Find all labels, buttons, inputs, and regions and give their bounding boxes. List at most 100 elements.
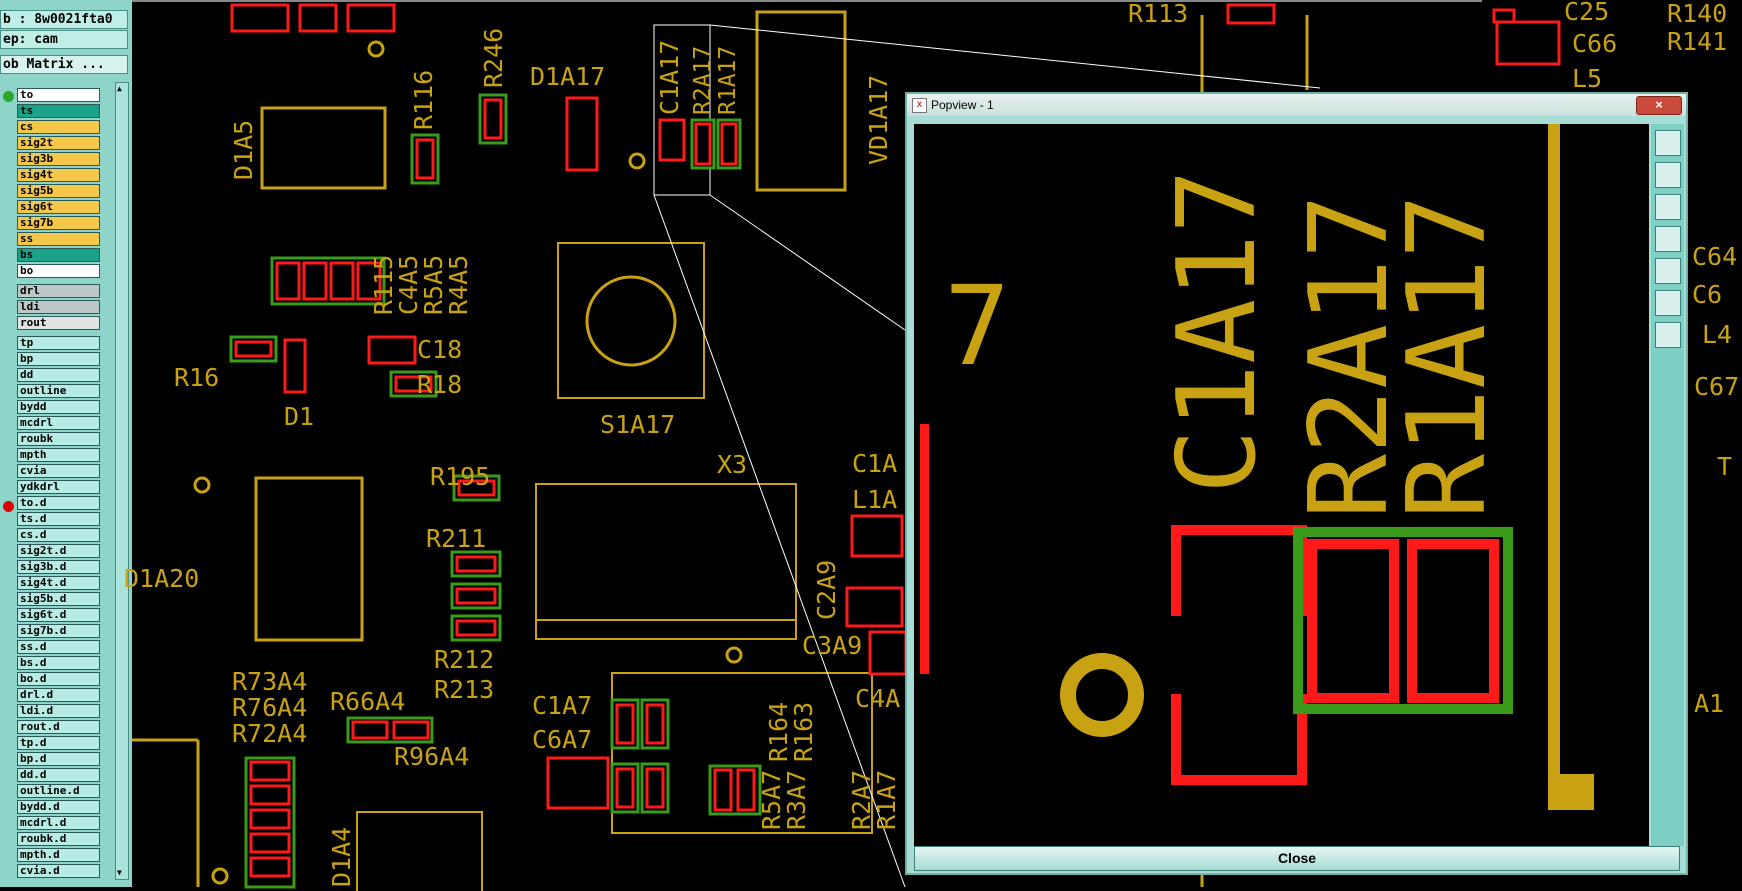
layer-ts[interactable]: ts [17,104,100,118]
layer-mpth-d[interactable]: mpth.d [17,848,100,862]
layer-dd-d[interactable]: dd.d [17,768,100,782]
label-c18: C18 [417,335,462,364]
popview-titlebar[interactable]: x Popview - 1 × [907,94,1686,116]
zoom-fit-icon[interactable] [1655,130,1681,156]
pan-up-icon[interactable] [1655,162,1681,188]
label-c6a7: C6A7 [532,725,592,754]
layer-drl[interactable]: drl [17,284,100,298]
pan-left-icon[interactable] [1655,226,1681,252]
layer-roubk-d[interactable]: roubk.d [17,832,100,846]
zoom-in-icon[interactable] [1655,290,1681,316]
layer-ss[interactable]: ss [17,232,100,246]
layer-bo-d[interactable]: bo.d [17,672,100,686]
label-r141: R141 [1667,27,1727,56]
layer-drl-d[interactable]: drl.d [17,688,100,702]
layer-sig6t-d[interactable]: sig6t.d [17,608,100,622]
label-r18: R18 [417,370,462,399]
layer-sig5b[interactable]: sig5b [17,184,100,198]
label-l4: L4 [1702,320,1732,349]
layer-ss-d[interactable]: ss.d [17,640,100,654]
label-r3a7: R3A7 [782,770,811,830]
layer-dd[interactable]: dd [17,368,100,382]
label-r2a17: R2A17 [690,46,716,115]
layer-list-scrollbar[interactable]: ▲ ▼ [115,82,129,880]
layer-bp-d[interactable]: bp.d [17,752,100,766]
layer-sig7b[interactable]: sig7b [17,216,100,230]
layer-ydkdrl[interactable]: ydkdrl [17,480,100,494]
layer-to[interactable]: to [17,88,100,102]
close-button[interactable]: Close [914,846,1680,871]
layer-mcdrl-d[interactable]: mcdrl.d [17,816,100,830]
layer-sig4t-d[interactable]: sig4t.d [17,576,100,590]
layer-sig7b-d[interactable]: sig7b.d [17,624,100,638]
label-s1a17: S1A17 [600,410,675,439]
label-d1: D1 [284,402,314,431]
layer-bp[interactable]: bp [17,352,100,366]
scroll-down-icon[interactable]: ▼ [117,868,122,877]
label-r5a7: R5A7 [757,770,786,830]
zoom-selection-box [653,24,711,196]
layer-cs[interactable]: cs [17,120,100,134]
label-l1a: L1A [852,485,897,514]
layer-cs-d[interactable]: cs.d [17,528,100,542]
outline-d1a5 [260,106,387,190]
layer-mcdrl[interactable]: mcdrl [17,416,100,430]
layer-sig6t[interactable]: sig6t [17,200,100,214]
outline-d1a4 [356,811,483,891]
popup-label-r2a17: R2A17 [1287,194,1412,519]
label-c2a9: C2A9 [812,560,841,620]
label-vd1a17: VD1A17 [864,75,893,165]
layer-sig4t[interactable]: sig4t [17,168,100,182]
outline-s1a17-circle [585,275,677,367]
layer-outline[interactable]: outline [17,384,100,398]
layer-sig2t[interactable]: sig2t [17,136,100,150]
layer-outline-d[interactable]: outline.d [17,784,100,798]
layer-ldi[interactable]: ldi [17,300,100,314]
popview-canvas[interactable]: 7 C1A17 R2A17 R1A17 [914,124,1649,846]
zoom-out-icon[interactable] [1655,322,1681,348]
pan-right-icon[interactable] [1655,258,1681,284]
popup-pad-r1a17 [1407,539,1499,703]
label-r16: R16 [174,363,219,392]
scroll-up-icon[interactable]: ▲ [117,84,122,93]
layer-sig3b[interactable]: sig3b [17,152,100,166]
label-c66: C66 [1572,29,1617,58]
layer-tp[interactable]: tp [17,336,100,350]
layer-mpth[interactable]: mpth [17,448,100,462]
layer-sig3b-d[interactable]: sig3b.d [17,560,100,574]
layer-tp-d[interactable]: tp.d [17,736,100,750]
job-matrix-button[interactable]: ob Matrix ... [0,55,128,74]
window-close-button[interactable]: × [1636,96,1682,115]
label-c4a: C4A [855,684,900,713]
app-icon: x [912,98,927,113]
label-r5a5: R5A5 [419,255,448,315]
board-canvas[interactable]: D1A5 R116 R246 D1A17 C1A17 R2A17 R1A17 V… [124,0,1742,891]
label-a1: A1 [1694,689,1724,718]
layer-cvia-d[interactable]: cvia.d [17,864,100,878]
layer-roubk[interactable]: roubk [17,432,100,446]
layer-bs[interactable]: bs [17,248,100,262]
label-d1a4: D1A4 [327,827,356,887]
label-r140: R140 [1667,0,1727,28]
popup-pad-c1a17-bottom [1171,694,1307,785]
layer-bydd-d[interactable]: bydd.d [17,800,100,814]
popup-label-c1a17: C1A17 [1155,169,1280,494]
work-layer-indicator-icon [3,91,14,102]
pan-down-icon[interactable] [1655,194,1681,220]
layer-sig5b-d[interactable]: sig5b.d [17,592,100,606]
layer-sig2t-d[interactable]: sig2t.d [17,544,100,558]
layer-bydd[interactable]: bydd [17,400,100,414]
popview-title: Popview - 1 [931,98,994,112]
layer-rout[interactable]: rout [17,316,100,330]
layer-rout-d[interactable]: rout.d [17,720,100,734]
label-r73a4: R73A4 [232,667,307,696]
board-drawing[interactable]: D1A5 R116 R246 D1A17 C1A17 R2A17 R1A17 V… [124,0,1742,891]
layer-cvia[interactable]: cvia [17,464,100,478]
layer-bs-d[interactable]: bs.d [17,656,100,670]
layer-to-d[interactable]: to.d [17,496,100,510]
layer-ts-d[interactable]: ts.d [17,512,100,526]
layer-ldi-d[interactable]: ldi.d [17,704,100,718]
popview-window[interactable]: x Popview - 1 × 7 C1A17 R2A17 R1A17 Clos… [905,92,1688,875]
layer-bo[interactable]: bo [17,264,100,278]
